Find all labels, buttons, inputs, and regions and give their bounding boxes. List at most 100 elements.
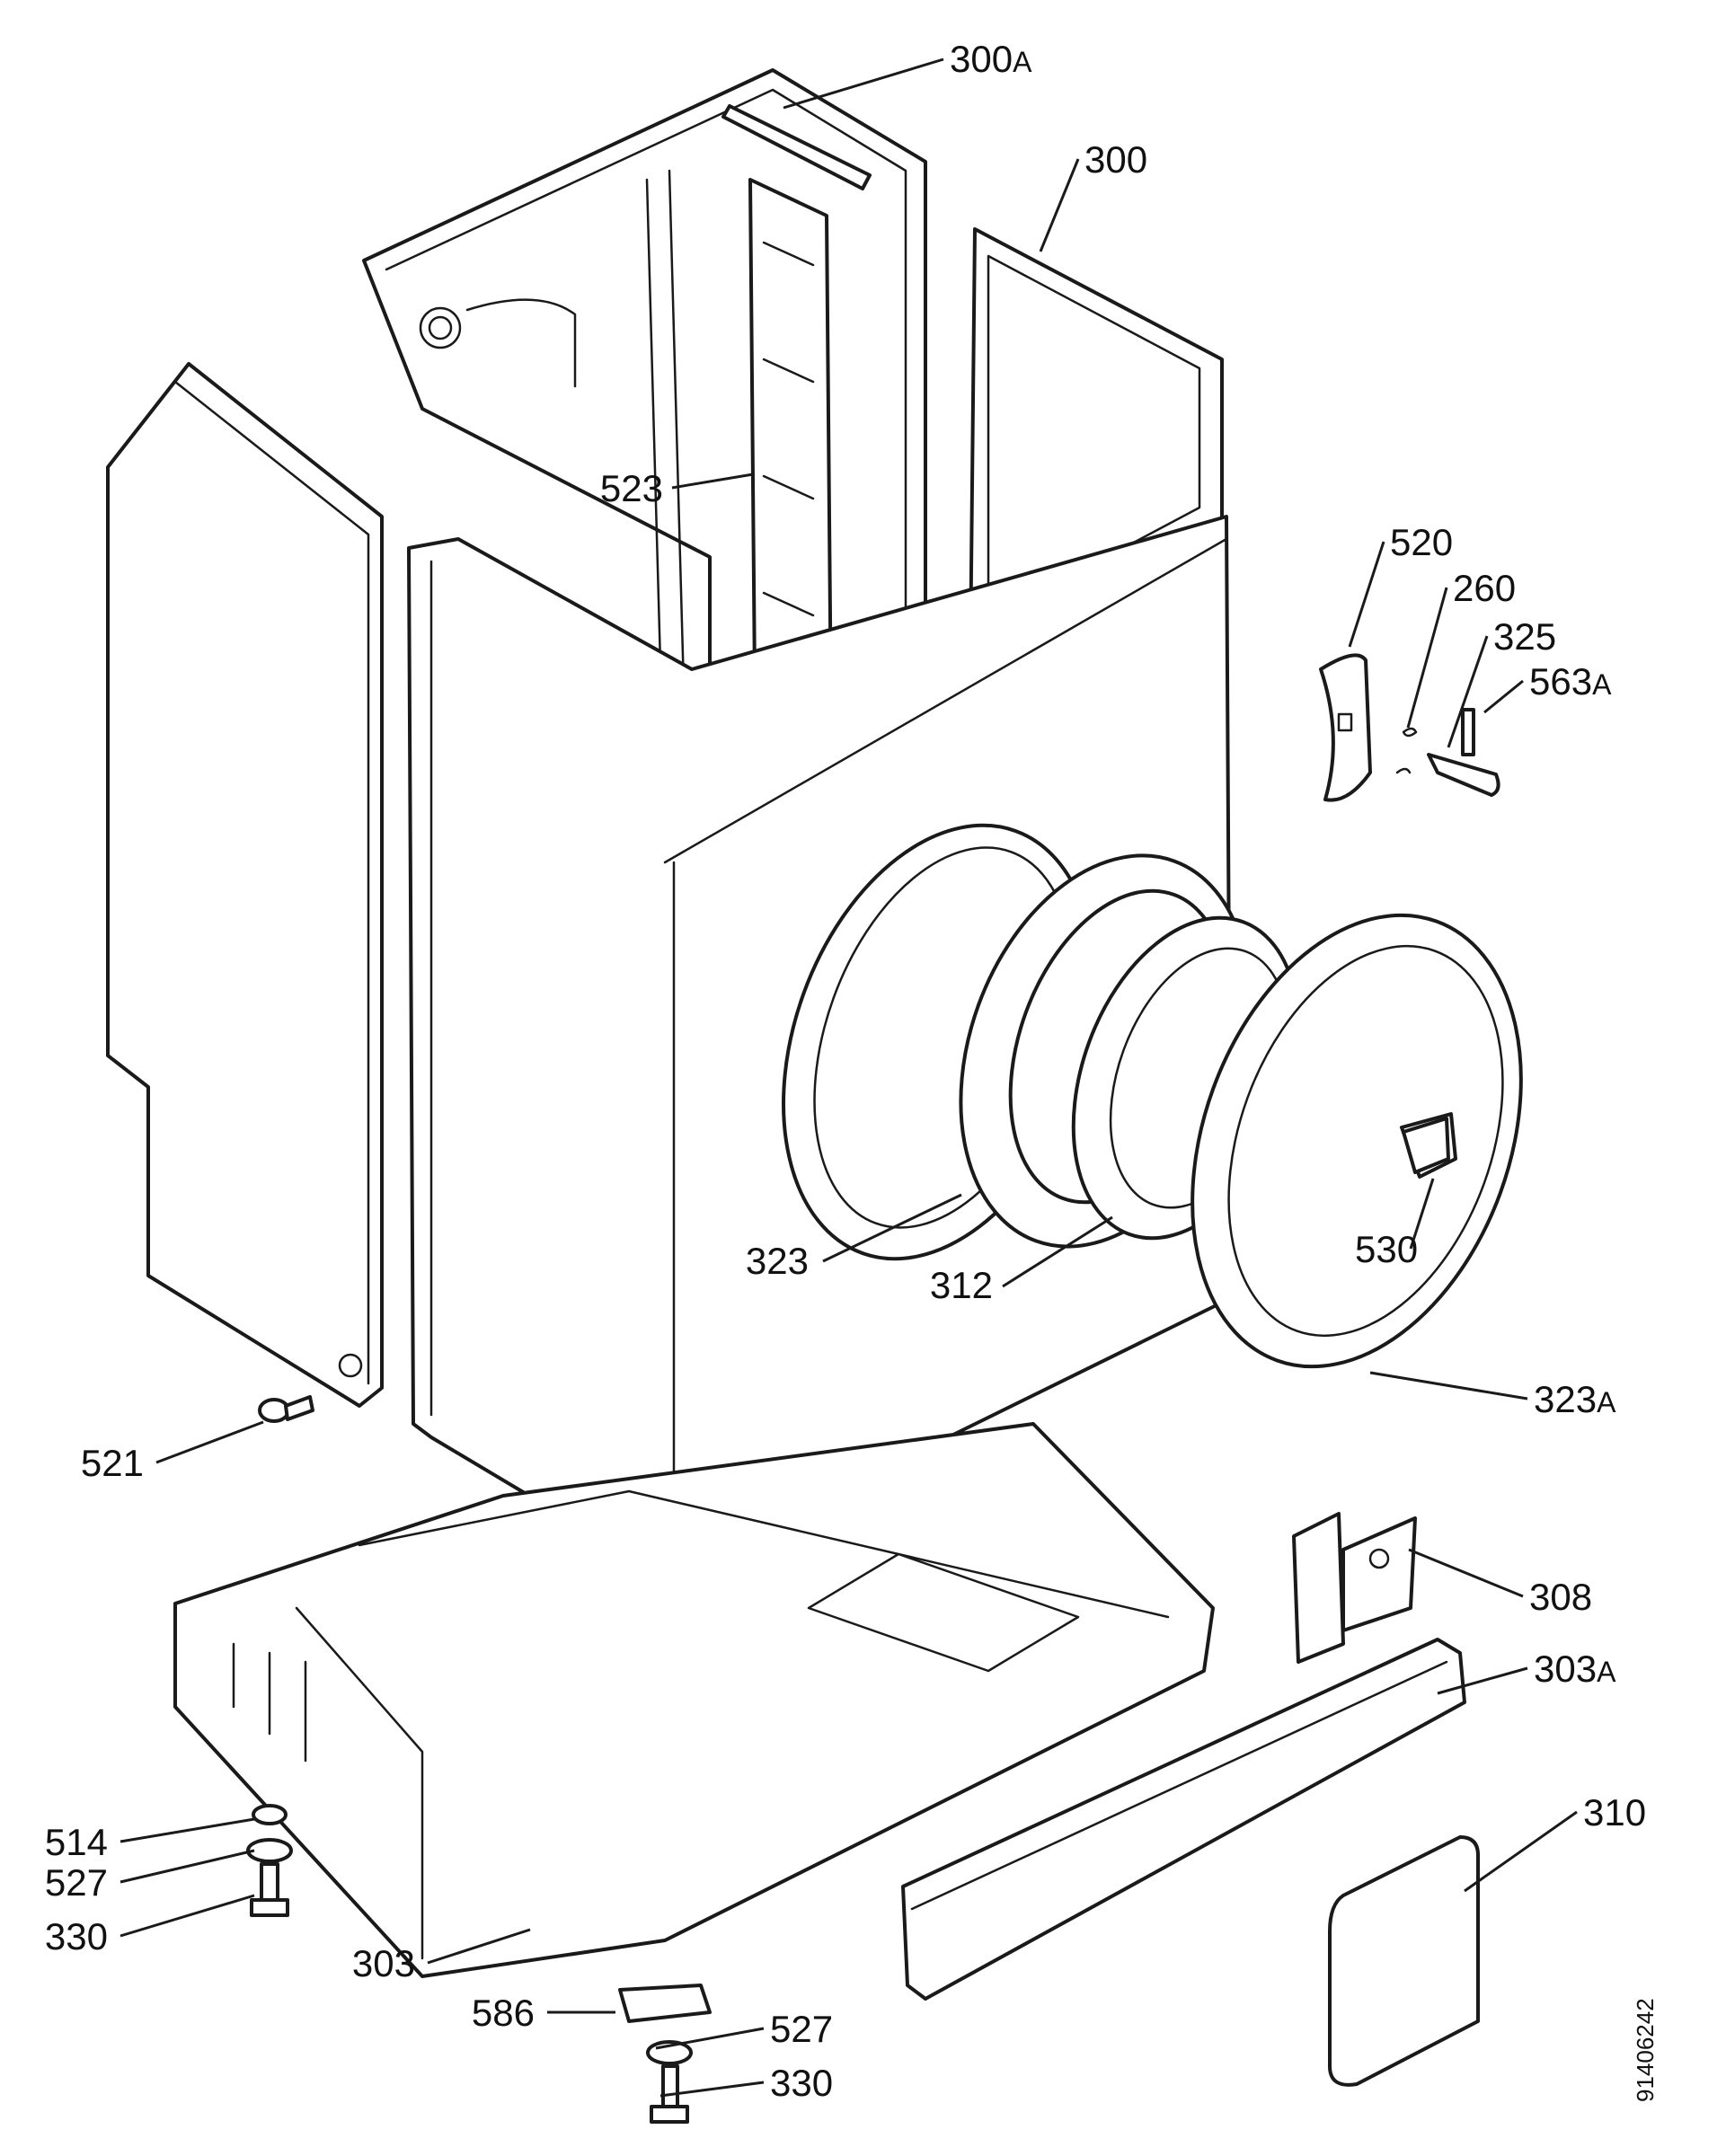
- callout-number: 330: [770, 2062, 833, 2104]
- callout-suffix: A: [1592, 668, 1612, 701]
- callout-number: 260: [1453, 567, 1516, 609]
- spring-260: [1395, 727, 1418, 774]
- leader-line: [155, 1420, 264, 1464]
- callout-label: 260: [1453, 567, 1516, 609]
- callout-label: 310: [1583, 1791, 1646, 1833]
- leader-line: [1406, 587, 1448, 729]
- callout-523: 523: [600, 467, 754, 509]
- cover-310: [1328, 1835, 1480, 2087]
- callout-suffix: A: [1597, 1656, 1616, 1688]
- leader-line: [671, 473, 754, 490]
- leader-line: [783, 57, 944, 110]
- callout-number: 523: [600, 467, 663, 509]
- callout-521: 521: [81, 1420, 264, 1484]
- callout-330-right: 330: [659, 2062, 833, 2104]
- callout-label: 563A: [1529, 660, 1612, 702]
- callout-323: 323: [746, 1193, 962, 1282]
- callout-514: 514: [45, 1817, 255, 1863]
- callout-323a: 323A: [1369, 1371, 1616, 1420]
- callout-520: 520: [1348, 521, 1453, 648]
- front-panel: [407, 515, 1233, 1578]
- leader-line: [1464, 1810, 1578, 1893]
- callout-number: 330: [45, 1915, 108, 1957]
- screw-521: [258, 1395, 314, 1423]
- leader-line: [1348, 541, 1385, 648]
- foot-assembly-right: [618, 1984, 712, 2124]
- leader-line: [119, 1894, 255, 1938]
- callout-325: 325: [1447, 615, 1556, 748]
- callout-suffix: A: [1597, 1386, 1616, 1418]
- callout-label: 530: [1355, 1228, 1418, 1270]
- callout-308: 308: [1408, 1548, 1592, 1618]
- callout-number: 520: [1390, 521, 1453, 563]
- callout-label: 303A: [1534, 1648, 1616, 1690]
- callout-label: 527: [45, 1861, 108, 1904]
- leader-line: [427, 1928, 531, 1965]
- callout-suffix: A: [1013, 46, 1032, 78]
- callout-label: 586: [472, 1992, 535, 2034]
- leader-line: [119, 1817, 255, 1843]
- callout-527-left: 527: [45, 1849, 255, 1904]
- callout-number: 308: [1529, 1576, 1592, 1618]
- callout-number: 527: [770, 2008, 833, 2050]
- callout-layer: 300A300523520260325563A323312530323A5213…: [45, 38, 1646, 2104]
- leader-line: [1002, 1215, 1113, 1288]
- leader-line: [822, 1193, 962, 1263]
- callout-303a: 303A: [1437, 1648, 1616, 1695]
- callout-number: 325: [1493, 615, 1556, 658]
- leader-line: [659, 2081, 765, 2098]
- callout-label: 325: [1493, 615, 1556, 658]
- callout-330-left: 330: [45, 1894, 255, 1957]
- callout-527-right: 527: [655, 2008, 833, 2050]
- callout-number: 300: [950, 38, 1013, 80]
- leader-line: [1447, 635, 1489, 748]
- leader-line: [1409, 1178, 1435, 1250]
- pin-563a: [1461, 708, 1475, 756]
- callout-label: 527: [770, 2008, 833, 2050]
- callout-number: 312: [930, 1264, 993, 1306]
- callout-number: 300: [1084, 138, 1147, 181]
- callout-number: 527: [45, 1861, 108, 1904]
- callout-label: 330: [45, 1915, 108, 1957]
- callout-303: 303: [352, 1928, 531, 1984]
- callout-260: 260: [1406, 567, 1516, 729]
- callout-label: 523: [600, 467, 663, 509]
- leader-line: [1039, 158, 1080, 252]
- callout-300: 300: [1039, 138, 1147, 252]
- callout-310: 310: [1464, 1791, 1646, 1893]
- callout-number: 514: [45, 1821, 108, 1863]
- callout-label: 514: [45, 1821, 108, 1863]
- foot-assembly-left: [246, 1804, 293, 1917]
- callout-number: 303: [1534, 1648, 1597, 1690]
- callout-number: 563: [1529, 660, 1592, 702]
- callout-label: 308: [1529, 1576, 1592, 1618]
- callout-label: 520: [1390, 521, 1453, 563]
- callout-label: 330: [770, 2062, 833, 2104]
- callout-number: 521: [81, 1442, 144, 1484]
- leader-line: [1369, 1371, 1528, 1401]
- door-hinge-520: [1319, 653, 1372, 802]
- lever-325: [1427, 753, 1500, 797]
- callout-label: 323A: [1534, 1378, 1616, 1420]
- callout-300a: 300A: [783, 38, 1032, 110]
- door-handle-530: [1402, 1117, 1450, 1174]
- callout-number: 323: [1534, 1378, 1597, 1420]
- callout-530: 530: [1355, 1178, 1435, 1270]
- leader-line: [655, 2027, 765, 2050]
- callout-586: 586: [472, 1992, 615, 2034]
- callout-label: 323: [746, 1240, 809, 1282]
- callout-number: 303: [352, 1942, 415, 1984]
- callout-label: 312: [930, 1264, 993, 1306]
- base-frame-303: [173, 1422, 1215, 1978]
- leader-line: [119, 1849, 255, 1884]
- callout-312: 312: [930, 1215, 1113, 1306]
- callout-number: 310: [1583, 1791, 1646, 1833]
- leader-line: [1483, 679, 1524, 714]
- left-side-panel: [106, 362, 384, 1408]
- hinge-bracket-308: [1292, 1512, 1417, 1664]
- callout-number: 323: [746, 1240, 809, 1282]
- callout-number: 586: [472, 1992, 535, 2034]
- callout-563a: 563A: [1483, 660, 1612, 714]
